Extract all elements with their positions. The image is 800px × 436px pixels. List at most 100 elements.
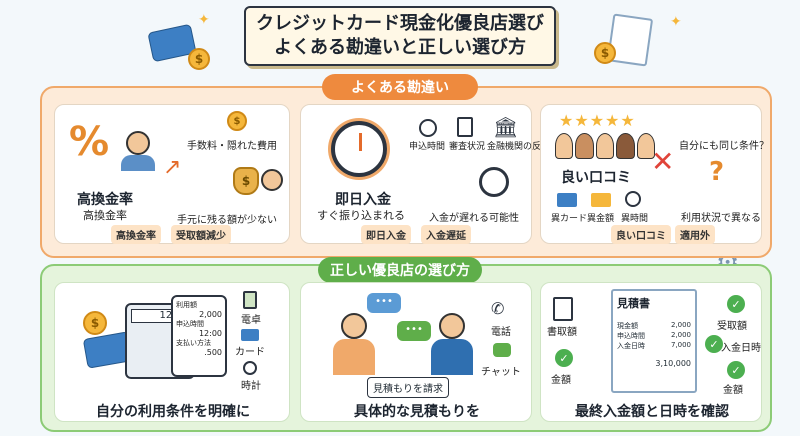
tag: 受取額減少 — [171, 225, 231, 244]
card-heading: 良い口コミ — [561, 170, 631, 186]
note-review: 審査状況 — [449, 142, 486, 152]
mistakes-label: よくある勘違い — [322, 74, 478, 100]
person-icon — [121, 131, 155, 171]
card-heading: 即日入金 — [335, 192, 391, 208]
right-label-2: 入金日時 — [721, 343, 761, 354]
doc-row-value: 2,000 — [670, 321, 691, 329]
estimate-badge: 見積もりを請求 — [367, 377, 449, 398]
money-bag-icon: $ — [233, 167, 259, 195]
operator-icon — [431, 313, 473, 377]
doc-row-label: 申込時間 — [617, 332, 645, 340]
coin-icon: $ — [83, 311, 107, 335]
side-card: カード — [235, 347, 265, 358]
sparkle-icon: ✦ — [670, 14, 682, 30]
chat-icon — [493, 343, 511, 357]
customer-icon — [333, 313, 375, 377]
people-icon — [555, 133, 656, 159]
doc-total: 3,10,000 — [655, 359, 691, 368]
amount-label: 利用額 — [176, 301, 197, 309]
sparkle-icon: ✦ — [198, 12, 210, 28]
side-phone: 電話 — [491, 327, 511, 338]
mistake-card-reviews: ★★★★★ 良い口コミ 異カード 異金額 異時間 ✕ 自分にも同じ条件？ ? 利… — [540, 104, 769, 244]
right-label-3: 金額 — [723, 385, 743, 396]
chat-bubble-icon: ••• — [367, 293, 401, 313]
time-value: 12:00 — [198, 329, 222, 338]
left-label-1: 書取額 — [547, 327, 577, 338]
correct-card-conditions: $ 1200 利用額 2,000 申込時間 12:00 支払い方法 .500 電… — [54, 282, 290, 422]
mistake-card-rate: % 高換金率 高換金率 ↗ $ 手数料・隠れた費用 $ 手元に残る額が少ない 高… — [54, 104, 290, 244]
stopwatch-icon — [331, 121, 387, 177]
clock-icon — [479, 167, 509, 197]
tag: 高換金率 — [111, 225, 161, 244]
side-calc: 電卓 — [241, 315, 261, 326]
card-sub: 高換金率 — [83, 209, 127, 222]
note-apply-time: 申込時間 — [409, 142, 446, 152]
tag: 入金遅延 — [421, 225, 471, 244]
document-icon — [553, 297, 573, 321]
coin-icon: $ — [227, 111, 247, 131]
trend-arrow-icon: ↗ — [163, 155, 182, 180]
mistake-card-speed: 即日入金 すぐ振り込まれる 🏛 申込時間 審査状況 金融機関の反映 入金が遅れる… — [300, 104, 550, 244]
title-line2: よくある勘違いと正しい選び方 — [274, 37, 526, 58]
document-check-icon — [457, 117, 473, 137]
bank-icon: 🏛 — [493, 115, 519, 139]
card-caption: 具体的な見積もりを — [354, 404, 480, 420]
coin-icon: $ — [188, 48, 210, 70]
time-label: 申込時間 — [176, 320, 204, 328]
less-money-note: 手元に残る額が少ない — [177, 215, 277, 226]
doc-row-value: 2,000 — [670, 331, 691, 339]
clock-icon — [419, 119, 437, 137]
calculator-small-icon — [243, 291, 257, 309]
card-small-icon — [241, 329, 259, 341]
percent-icon: % — [69, 119, 110, 165]
tag: 良い口コミ — [611, 225, 671, 244]
card-caption: 自分の利用条件を明確に — [96, 404, 250, 420]
tag: 即日入金 — [361, 225, 411, 244]
doc-row: 申込時間 2,000 — [617, 331, 691, 341]
stars-icon: ★★★★★ — [559, 111, 636, 130]
diff-card: 異カード — [551, 214, 588, 224]
note-bank: 金融機関の反映 — [487, 142, 551, 152]
correct-label: 正しい優良店の選び方 — [318, 257, 482, 283]
coins-icon — [591, 193, 611, 207]
doc-row: 現金額 2,000 — [617, 321, 691, 331]
clock-icon — [625, 191, 641, 207]
method-value: .500 — [204, 348, 222, 357]
varies-note: 利用状況で異なる — [681, 213, 761, 224]
method-label: 支払い方法 — [176, 339, 211, 347]
doc-title: 見積書 — [617, 297, 650, 310]
cross-icon: ✕ — [651, 145, 675, 178]
coin-icon: $ — [594, 42, 616, 64]
worried-face-icon — [261, 169, 283, 191]
check-icon: ✓ — [727, 295, 745, 313]
doc-row-label: 現金額 — [617, 322, 638, 330]
correct-card-confirm: 書取額 ✓ 金額 見積書 現金額 2,000 申込時間 2,000 入金日時 7… — [540, 282, 762, 422]
same-condition-note: 自分にも同じ条件？ — [679, 141, 769, 152]
doc-row-label: 入金日時 — [617, 342, 645, 350]
clock-icon — [243, 361, 257, 375]
check-icon: ✓ — [555, 349, 573, 367]
phone-icon: ✆ — [491, 299, 505, 318]
amount-value: 2,000 — [199, 310, 222, 319]
delay-note: 入金が遅れる可能性 — [429, 213, 519, 224]
fees-note: 手数料・隠れた費用 — [187, 141, 277, 152]
side-chat: チャット — [481, 367, 521, 378]
doc-row-value: 7,000 — [670, 341, 691, 349]
card-heading: 高換金率 — [77, 192, 133, 208]
estimate-document: 見積書 現金額 2,000 申込時間 2,000 入金日時 7,000 3,10… — [611, 289, 697, 393]
doc-row: 入金日時 7,000 — [617, 341, 691, 351]
check-icon: ✓ — [727, 361, 745, 379]
side-clock: 時計 — [241, 381, 261, 392]
chat-bubble-icon: ••• — [397, 321, 431, 341]
right-label-1: 受取額 — [717, 321, 747, 332]
card-caption: 最終入金額と日時を確認 — [575, 404, 729, 420]
phone-screen: 利用額 2,000 申込時間 12:00 支払い方法 .500 — [171, 295, 227, 377]
diff-amount: 異金額 — [587, 214, 615, 224]
card-icon — [557, 193, 577, 207]
title-banner: クレジットカード現金化優良店選び よくある勘違いと正しい選び方 — [244, 6, 556, 66]
check-icon: ✓ — [705, 335, 723, 353]
question-icon: ? — [709, 157, 725, 187]
diff-time: 異時間 — [621, 214, 649, 224]
correct-card-estimate: ••• ••• 見積もりを請求 ✆ 電話 チャット 具体的な見積もりを — [300, 282, 532, 422]
card-sub: すぐ振り込まれる — [317, 209, 405, 222]
